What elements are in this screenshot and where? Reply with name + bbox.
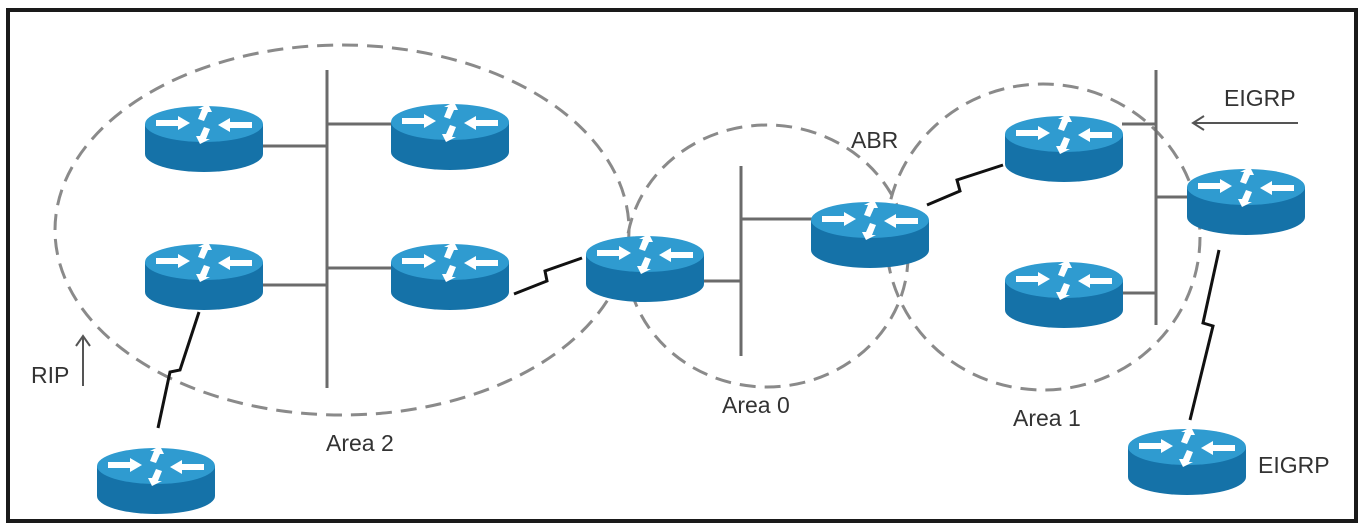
eigrp-bottom-label: EIGRP: [1258, 452, 1330, 478]
area-2-boundary: [53, 43, 631, 417]
eigrp-left-arrow-icon: [1191, 115, 1298, 131]
router-icon[interactable]: [1187, 167, 1305, 235]
serial-link-rip: [156, 311, 201, 429]
router-icon[interactable]: [811, 200, 929, 268]
router-icon[interactable]: [97, 446, 215, 514]
router-icon[interactable]: [145, 242, 263, 310]
router-icon[interactable]: [391, 102, 509, 170]
router-icon[interactable]: [586, 234, 704, 302]
area-1-label: Area 1: [1013, 405, 1081, 431]
router-icon[interactable]: [1005, 114, 1123, 182]
router-icon[interactable]: [1005, 260, 1123, 328]
serial-link-area2-area0: [513, 256, 583, 296]
area-0-label: Area 0: [722, 392, 790, 418]
router-icon[interactable]: [391, 242, 509, 310]
rip-label: RIP: [31, 362, 69, 388]
router-icon[interactable]: [145, 104, 263, 172]
eigrp-top-label: EIGRP: [1224, 85, 1296, 111]
router-icon[interactable]: [1128, 427, 1246, 495]
rip-up-arrow-icon: [75, 334, 91, 386]
abr-label: ABR: [851, 127, 898, 153]
area-2-label: Area 2: [326, 430, 394, 456]
serial-link-eigrp: [1188, 249, 1221, 421]
serial-link-abr-area1: [926, 163, 1004, 207]
